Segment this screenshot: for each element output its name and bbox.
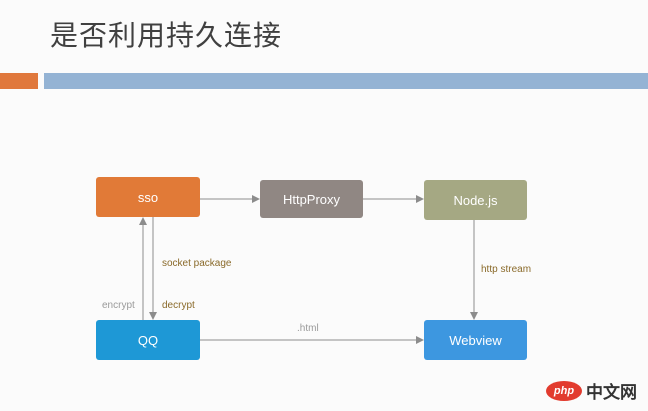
header-bar [44,73,648,89]
watermark-text: 中文网 [586,383,637,403]
watermark: php 中文网 [546,378,637,403]
accent-bar [0,73,38,89]
node-webview: Webview [424,320,527,360]
node-sso: sso [96,177,200,217]
node-nodejs: Node.js [424,180,527,220]
label-socket-package: socket package [162,258,232,269]
label-http-stream: http stream [481,264,532,275]
label-html: .html [297,323,319,334]
slide-title: 是否利用持久连接 [50,19,283,52]
node-qq: QQ [96,320,200,360]
label-decrypt: decrypt [162,300,195,311]
node-httpproxy: HttpProxy [260,180,363,218]
label-encrypt: encrypt [102,300,135,311]
php-logo: php [546,380,582,401]
